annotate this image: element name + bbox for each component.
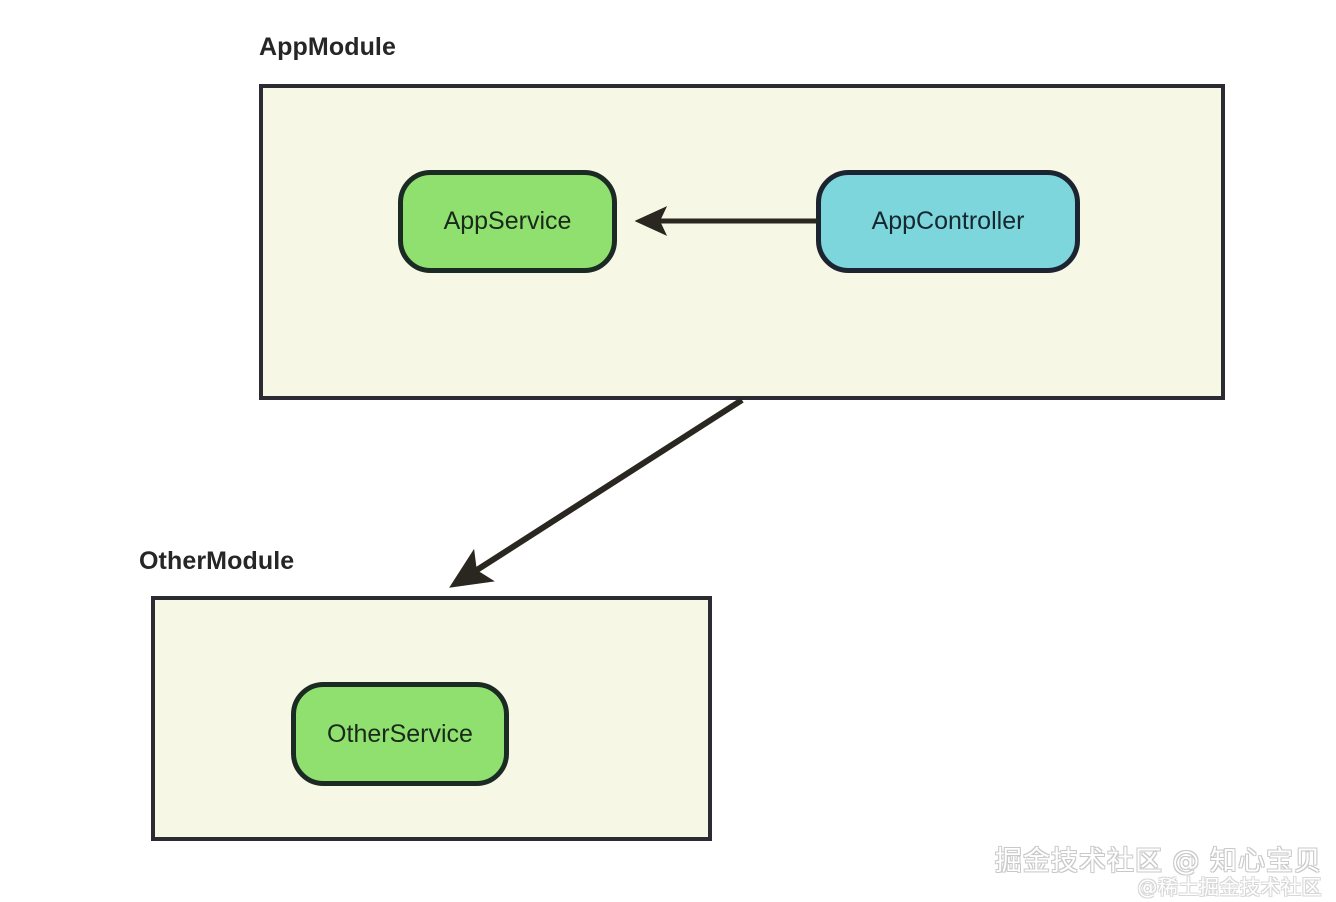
cluster-label-other-module: OtherModule [139, 547, 295, 575]
node-box-other-service[interactable] [291, 682, 509, 786]
edge-appmodule-to-othermodule [449, 397, 744, 588]
node-box-app-service[interactable] [398, 170, 617, 273]
node-label-app-controller: AppController [871, 207, 1025, 235]
node-box-app-controller[interactable] [816, 170, 1080, 273]
node-label-app-service: AppService [443, 207, 572, 235]
cluster-label-app-module: AppModule [259, 33, 396, 61]
node-label-other-service: OtherService [327, 719, 473, 748]
